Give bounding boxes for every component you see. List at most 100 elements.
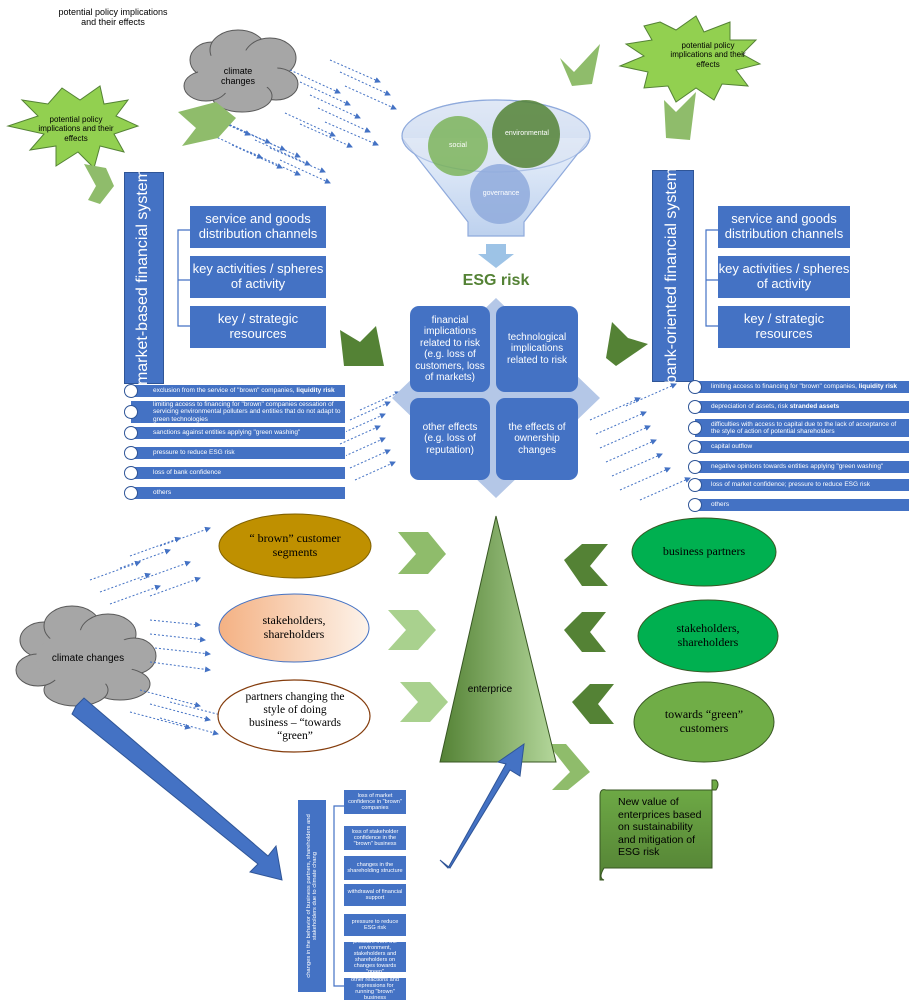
oval-brown-label: “ brown” customer segments: [249, 531, 341, 559]
esg-funnel: [401, 99, 591, 268]
effect-item-text: difficulties with access to capital due …: [711, 420, 897, 435]
changes-item: withdrawal of financial support: [344, 884, 406, 906]
oval-brown: [218, 513, 372, 579]
changes-bracket: [333, 805, 344, 987]
policy-label-right-star: potential policy implications and their …: [670, 41, 746, 69]
market-system-bar: [124, 172, 164, 384]
market-box-distribution: service and goods distribution channels: [190, 206, 326, 248]
bank-box-distribution: service and goods distribution channels: [718, 206, 850, 248]
oval-green-customers-label: towards “green” customers: [664, 707, 744, 735]
new-value-label: New value of enterprices based on sustai…: [618, 796, 702, 859]
funnel-social: social: [449, 141, 467, 149]
effect-item: pressure to reduce ESG risk: [130, 446, 346, 460]
matrix-ownership: the effects of ownership changes: [496, 398, 578, 480]
effect-item-text: exclusion from the service of "brown" co…: [153, 387, 335, 395]
bank-box-resources: key / strategic resources: [718, 306, 850, 348]
changes-item: loss of market confidence in "brown" com…: [344, 790, 406, 814]
big-arrow-up: [439, 742, 525, 869]
rain-arrows-bottom: [89, 526, 226, 736]
climate-label-top: climate changes: [220, 65, 256, 86]
oval-stakeholders-right-label: stakeholders, shareholders: [676, 621, 740, 649]
effect-item: loss of bank confidence: [130, 466, 346, 480]
changes-item: other reactions and repressions for runn…: [344, 977, 406, 1001]
cloud-icon: [183, 29, 299, 113]
bullet-ring-icon: [688, 478, 702, 492]
changes-item: pressure from the environment, stakehold…: [344, 939, 406, 975]
oval-green-customers: [633, 681, 775, 763]
effect-item: others: [130, 486, 346, 500]
effect-item-text: pressure to reduce ESG risk: [153, 449, 235, 457]
bullet-ring-icon: [688, 498, 702, 512]
bank-bracket: [705, 229, 718, 327]
oval-stakeholders-left-label: stakeholders, shareholders: [262, 613, 326, 641]
effect-item-text: depreciation of assets, risk stranded as…: [711, 403, 840, 411]
changes-title: changes in the behavior of business part…: [305, 814, 318, 978]
effect-item: difficulties with access to capital due …: [694, 418, 910, 438]
bullet-ring-icon: [124, 405, 138, 419]
bullet-ring-icon: [124, 446, 138, 460]
chevron-arrows: [84, 44, 696, 790]
effect-item-bold: stranded assets: [789, 403, 840, 411]
oval-business-partners: [631, 517, 777, 587]
bank-system-title: bank-oriented financial system: [663, 167, 681, 385]
effect-item: sanctions against entities applying "gre…: [130, 426, 346, 440]
bullet-ring-icon: [124, 426, 138, 440]
bullet-ring-icon: [124, 466, 138, 480]
climate-label-bottom: climate changes: [51, 653, 125, 665]
funnel-environmental: environmental: [505, 129, 549, 137]
effect-item: exclusion from the service of "brown" co…: [130, 384, 346, 398]
market-system-title: market-based financial system: [134, 168, 152, 386]
oval-partners-left: [217, 679, 371, 753]
esg-risk-title: ESG risk: [462, 271, 530, 289]
matrix-financial: financial implications related to risk (…: [410, 306, 490, 392]
funnel-governance: governance: [482, 189, 520, 197]
new-value-scroll: [599, 779, 719, 881]
big-arrow-down: [71, 697, 283, 881]
bank-system-bar: [652, 170, 694, 382]
effect-item: others: [694, 498, 910, 512]
bullet-ring-icon: [688, 380, 702, 394]
market-box-activities: key activities / spheres of activity: [190, 256, 326, 298]
bullet-ring-icon: [124, 486, 138, 500]
oval-business-partners-label: business partners: [662, 544, 746, 559]
bullet-ring-icon: [688, 421, 702, 435]
market-box-resources: key / strategic resources: [190, 306, 326, 348]
effect-item-bold: liquidity risk: [858, 383, 897, 391]
effect-item-text: capital outflow: [711, 443, 753, 451]
market-bracket: [177, 229, 190, 327]
oval-stakeholders-right: [637, 599, 779, 673]
effect-item-text: loss of market confidence; pressure to r…: [711, 481, 870, 489]
effect-item: negative opinions towards entities apply…: [694, 460, 910, 474]
effect-item-text: sanctions against entities applying "gre…: [153, 429, 301, 437]
effect-item-text: others: [711, 501, 730, 509]
enterprise-label: enterprice: [467, 684, 513, 696]
effect-item-bold: liquidity risk: [296, 387, 335, 395]
effect-item: capital outflow: [694, 440, 910, 454]
effect-item: loss of market confidence; pressure to r…: [694, 478, 910, 492]
oval-stakeholders-left: [218, 593, 370, 663]
bullet-ring-icon: [688, 460, 702, 474]
policy-label-top-left: potential policy implications and their …: [58, 6, 168, 27]
bullet-ring-icon: [124, 384, 138, 398]
changes-item: loss of stakeholder confidence in the "b…: [344, 826, 406, 850]
changes-item: changes in the shareholding structure: [344, 856, 406, 880]
effect-item: depreciation of assets, risk stranded as…: [694, 400, 910, 414]
matrix-technological: technological implications related to ri…: [496, 306, 578, 392]
oval-partners-left-label: partners changing the style of doing bus…: [245, 690, 345, 743]
policy-star-right: [618, 15, 762, 103]
effect-item: limiting access to financing for "brown"…: [130, 400, 346, 424]
rain-arrows-right: [589, 383, 691, 501]
effect-item-text: limiting access to financing for "brown"…: [153, 401, 341, 423]
effect-item-text: limiting access to financing for "brown"…: [711, 383, 897, 391]
rain-arrows-left: [339, 391, 401, 481]
policy-label-left-star: potential policy implications and their …: [38, 115, 114, 143]
enterprise-triangle: [439, 515, 557, 763]
effect-item-text: others: [153, 489, 172, 497]
effect-item-text: loss of bank confidence: [153, 469, 221, 477]
bullet-ring-icon: [688, 440, 702, 454]
bullet-ring-icon: [688, 400, 702, 414]
cloud-icon: [15, 605, 157, 707]
changes-title-bar: [298, 800, 326, 992]
matrix-other: other effects (e.g. loss of reputation): [410, 398, 490, 480]
